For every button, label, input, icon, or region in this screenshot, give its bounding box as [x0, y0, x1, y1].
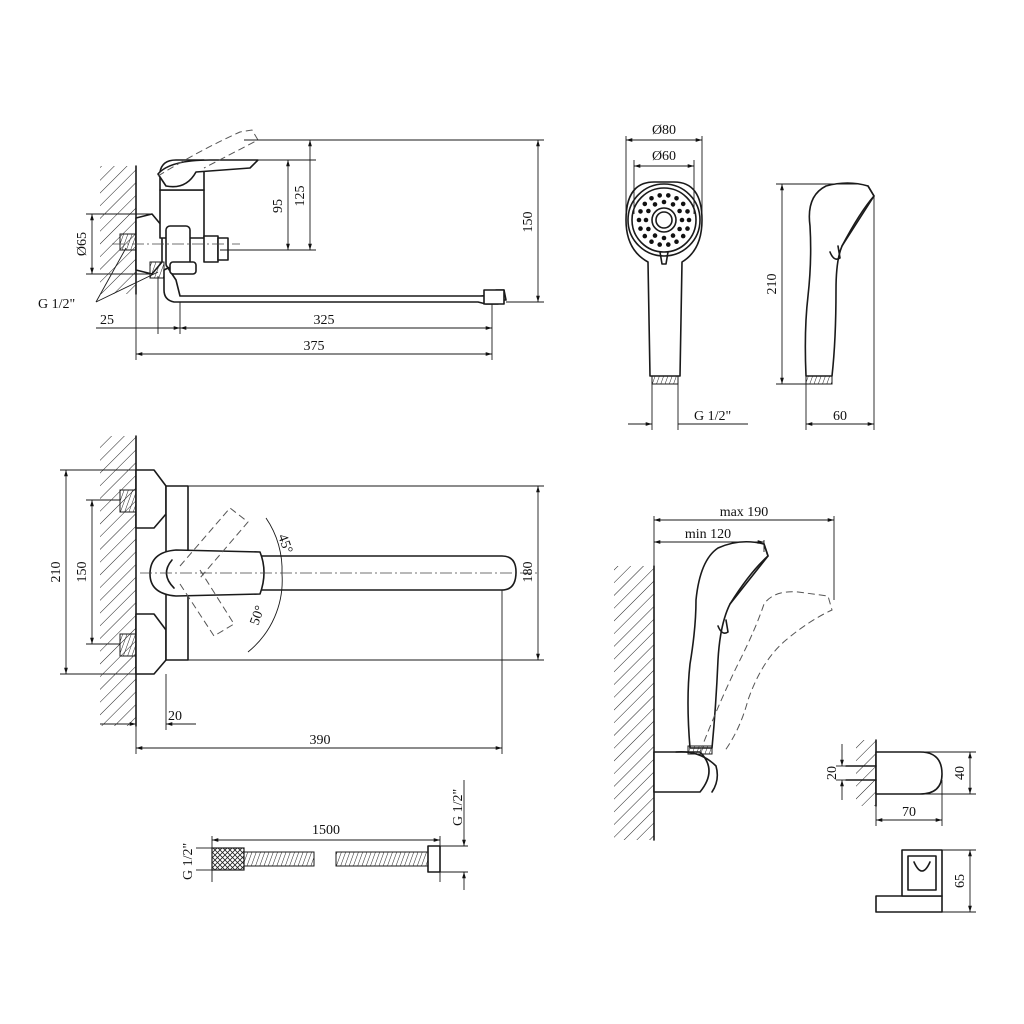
dim-20-top: 20 — [168, 709, 182, 724]
spray-hole — [674, 196, 679, 201]
spray-hole — [646, 226, 651, 232]
wall-hatch-4 — [856, 740, 876, 806]
spray-hole — [670, 202, 676, 207]
thread-label-side: G 1/2" — [38, 297, 75, 312]
spray-hole — [643, 217, 649, 223]
dim-25: 25 — [100, 313, 114, 328]
spray-hole — [636, 217, 642, 223]
dim-150-top: 150 — [75, 562, 90, 583]
spray-hole — [638, 226, 643, 231]
spray-hole — [685, 209, 690, 214]
holder-detail-view: 20 40 70 65 — [825, 739, 976, 913]
wall-hatch-3 — [614, 566, 654, 840]
spray-hole — [677, 208, 682, 214]
hose-left-fitting — [211, 847, 245, 871]
wall-hatch — [100, 166, 136, 294]
shower-head-front-view: Ø80 Ø60 G 1/2" — [625, 123, 748, 430]
spray-hole — [657, 242, 662, 247]
wall-hatch-2 — [100, 436, 136, 726]
spray-hole — [652, 233, 658, 238]
spray-hole — [670, 233, 676, 238]
dim-390: 390 — [310, 733, 331, 748]
spray-hole — [680, 201, 686, 207]
shower-head-side-view: 210 60 — [765, 182, 875, 430]
dim-20-holder: 20 — [825, 766, 840, 780]
spray-hole — [679, 217, 685, 223]
spray-hole — [666, 242, 671, 247]
thread-label-head: G 1/2" — [694, 409, 731, 424]
angle-50: 50° — [248, 604, 269, 628]
dim-diameter-60: Ø60 — [652, 149, 676, 164]
dim-60-head: 60 — [833, 409, 847, 424]
dim-diameter-65: Ø65 — [75, 232, 90, 256]
spray-hole — [680, 233, 686, 239]
spray-hole — [652, 202, 658, 207]
thread-label-hose-right: G 1/2" — [451, 789, 466, 826]
dim-150-side: 150 — [521, 212, 536, 233]
dim-min-120: min 120 — [685, 527, 731, 542]
dim-180-top: 180 — [521, 562, 536, 583]
spray-hole — [642, 201, 648, 207]
spray-hole — [649, 196, 654, 201]
spray-hole — [677, 226, 682, 232]
dim-210-top: 210 — [49, 562, 64, 583]
faucet-side-view: 125 95 150 Ø65 G 1/2" 25 325 375 — [38, 129, 544, 360]
spray-hole — [646, 208, 651, 214]
dim-375: 375 — [304, 339, 325, 354]
dim-max-190: max 190 — [720, 505, 769, 520]
spray-holes — [636, 193, 692, 247]
dim-125: 125 — [293, 186, 308, 207]
spray-hole — [685, 226, 690, 231]
spray-hole — [666, 193, 671, 198]
dim-70-holder: 70 — [902, 805, 916, 820]
dim-1500: 1500 — [312, 823, 340, 838]
dim-95: 95 — [271, 199, 286, 213]
dim-40-holder: 40 — [953, 766, 968, 780]
thread-label-hose-left: G 1/2" — [181, 843, 196, 880]
spray-hole — [638, 209, 643, 214]
spray-hole — [657, 193, 662, 198]
spray-hole — [649, 239, 654, 244]
faucet-top-view: 45° 50° 210 150 180 20 390 — [49, 435, 544, 754]
dim-210-head: 210 — [765, 274, 780, 295]
angle-45: 45° — [274, 532, 295, 556]
dim-65-holder: 65 — [953, 874, 968, 888]
spray-hole — [686, 217, 692, 223]
spray-hole — [642, 233, 648, 239]
spray-hole — [661, 199, 667, 205]
dim-diameter-80: Ø80 — [652, 123, 676, 138]
hose-view: 1500 G 1/2" G 1/2" — [181, 780, 468, 890]
holder-assembly-view: max 190 min 120 — [614, 505, 835, 841]
spray-hole — [674, 239, 679, 244]
spray-hole — [661, 235, 667, 241]
dim-325: 325 — [314, 313, 335, 328]
